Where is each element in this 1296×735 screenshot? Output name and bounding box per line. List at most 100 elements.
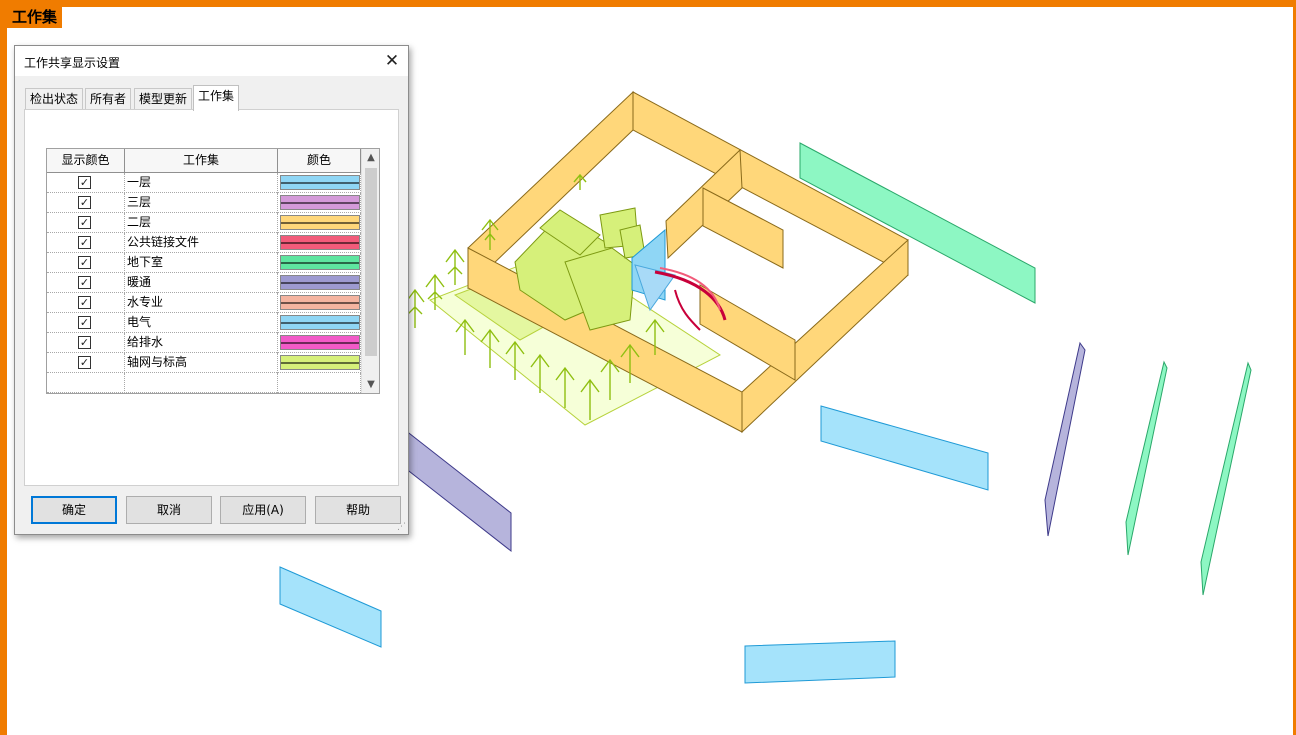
ok-button[interactable]: 确定 — [31, 496, 117, 524]
show-color-cell: ✓ — [47, 293, 125, 313]
table-row[interactable]: ✓ 水专业 — [47, 293, 361, 313]
tab-model-updates[interactable]: 模型更新 — [134, 88, 193, 110]
help-button[interactable]: 帮助 — [315, 496, 401, 524]
empty-cell — [47, 373, 125, 393]
table-header: 显示颜色 工作集 颜色 — [47, 149, 361, 173]
view-tag: 工作集 — [7, 7, 63, 28]
workset-name: 公共链接文件 — [125, 233, 278, 253]
color-cell — [278, 213, 361, 233]
workset-name: 地下室 — [125, 253, 278, 273]
panel-green-vertical-2 — [1200, 361, 1252, 596]
show-color-checkbox[interactable]: ✓ — [78, 316, 91, 329]
workset-name: 二层 — [125, 213, 278, 233]
table-scrollbar[interactable]: ▲ ▼ — [361, 149, 379, 393]
color-cell — [278, 253, 361, 273]
tab-checkout-status[interactable]: 检出状态 — [25, 88, 84, 110]
show-color-checkbox[interactable]: ✓ — [78, 256, 91, 269]
color-cell — [278, 353, 361, 373]
color-cell — [278, 333, 361, 353]
table-row[interactable]: ✓ 二层 — [47, 213, 361, 233]
panel-blue-left — [279, 566, 382, 648]
color-swatch[interactable] — [280, 195, 360, 210]
show-color-checkbox[interactable]: ✓ — [78, 236, 91, 249]
panel-blue-right — [820, 405, 989, 491]
workset-name: 给排水 — [125, 333, 278, 353]
color-swatch[interactable] — [280, 355, 360, 370]
show-color-cell: ✓ — [47, 353, 125, 373]
empty-cell — [278, 373, 361, 393]
scroll-up-icon[interactable]: ▲ — [367, 152, 375, 163]
color-cell — [278, 173, 361, 193]
color-cell — [278, 293, 361, 313]
table-row[interactable]: ✓ 电气 — [47, 313, 361, 333]
scroll-thumb[interactable] — [365, 168, 377, 356]
table-row[interactable]: ✓ 一层 — [47, 173, 361, 193]
table-row[interactable]: ✓ 地下室 — [47, 253, 361, 273]
trees — [405, 173, 665, 420]
header-show-color: 显示颜色 — [47, 149, 125, 173]
table-row[interactable]: ✓ 三层 — [47, 193, 361, 213]
show-color-cell: ✓ — [47, 173, 125, 193]
header-workset: 工作集 — [125, 149, 278, 173]
color-swatch[interactable] — [280, 315, 360, 330]
table-row[interactable]: ✓ 轴网与标高 — [47, 353, 361, 373]
worksharing-display-settings-dialog: 工作共享显示设置 ✕ 检出状态 所有者 模型更新 工作集 显示颜色 工作集 颜色… — [14, 45, 409, 535]
workset-name: 水专业 — [125, 293, 278, 313]
show-color-checkbox[interactable]: ✓ — [78, 276, 91, 289]
color-swatch[interactable] — [280, 335, 360, 350]
workset-name: 电气 — [125, 313, 278, 333]
tab-worksets[interactable]: 工作集 — [193, 85, 240, 111]
color-swatch[interactable] — [280, 235, 360, 250]
workset-name: 三层 — [125, 193, 278, 213]
color-swatch[interactable] — [280, 295, 360, 310]
scroll-down-icon[interactable]: ▼ — [367, 379, 375, 390]
panel-green-vertical-1 — [1125, 360, 1168, 556]
glass-panel-2 — [634, 264, 676, 312]
apply-button[interactable]: 应用(A) — [220, 496, 306, 524]
show-color-cell: ✓ — [47, 213, 125, 233]
workset-name: 轴网与标高 — [125, 353, 278, 373]
show-color-checkbox[interactable]: ✓ — [78, 176, 91, 189]
color-swatch[interactable] — [280, 275, 360, 290]
color-swatch[interactable] — [280, 255, 360, 270]
color-cell — [278, 313, 361, 333]
empty-cell — [125, 373, 278, 393]
color-cell — [278, 193, 361, 213]
show-color-cell: ✓ — [47, 333, 125, 353]
show-color-cell: ✓ — [47, 233, 125, 253]
workset-name: 一层 — [125, 173, 278, 193]
dialog-titlebar[interactable]: 工作共享显示设置 ✕ — [15, 46, 408, 76]
show-color-cell: ✓ — [47, 313, 125, 333]
show-color-checkbox[interactable]: ✓ — [78, 216, 91, 229]
color-cell — [278, 273, 361, 293]
color-cell — [278, 233, 361, 253]
table-row[interactable]: ✓ 给排水 — [47, 333, 361, 353]
show-color-cell: ✓ — [47, 253, 125, 273]
close-icon[interactable]: ✕ — [384, 51, 400, 71]
header-color: 颜色 — [278, 149, 361, 173]
workset-name: 暖通 — [125, 273, 278, 293]
panel-blue-bottom — [744, 640, 896, 684]
worksets-panel: 显示颜色 工作集 颜色 ✓一层✓三层✓二层✓公共链接文件✓地下室✓暖通✓水专业✓… — [24, 109, 399, 486]
cancel-button[interactable]: 取消 — [126, 496, 212, 524]
show-color-checkbox[interactable]: ✓ — [78, 196, 91, 209]
color-swatch[interactable] — [280, 215, 360, 230]
worksets-table: 显示颜色 工作集 颜色 ✓一层✓三层✓二层✓公共链接文件✓地下室✓暖通✓水专业✓… — [46, 148, 380, 394]
table-row-empty — [47, 373, 361, 393]
resize-grip-icon[interactable]: ⋰ — [397, 522, 406, 532]
stair-ramp — [654, 270, 727, 321]
show-color-checkbox[interactable]: ✓ — [78, 296, 91, 309]
show-color-checkbox[interactable]: ✓ — [78, 336, 91, 349]
panel-purple-vertical — [1044, 341, 1086, 537]
show-color-checkbox[interactable]: ✓ — [78, 356, 91, 369]
panel-green-topright — [799, 142, 1036, 304]
dialog-title: 工作共享显示设置 — [24, 56, 121, 70]
table-row[interactable]: ✓ 暖通 — [47, 273, 361, 293]
show-color-cell: ✓ — [47, 273, 125, 293]
table-row[interactable]: ✓ 公共链接文件 — [47, 233, 361, 253]
tab-owners[interactable]: 所有者 — [85, 88, 132, 110]
color-swatch[interactable] — [280, 175, 360, 190]
house — [514, 207, 646, 331]
